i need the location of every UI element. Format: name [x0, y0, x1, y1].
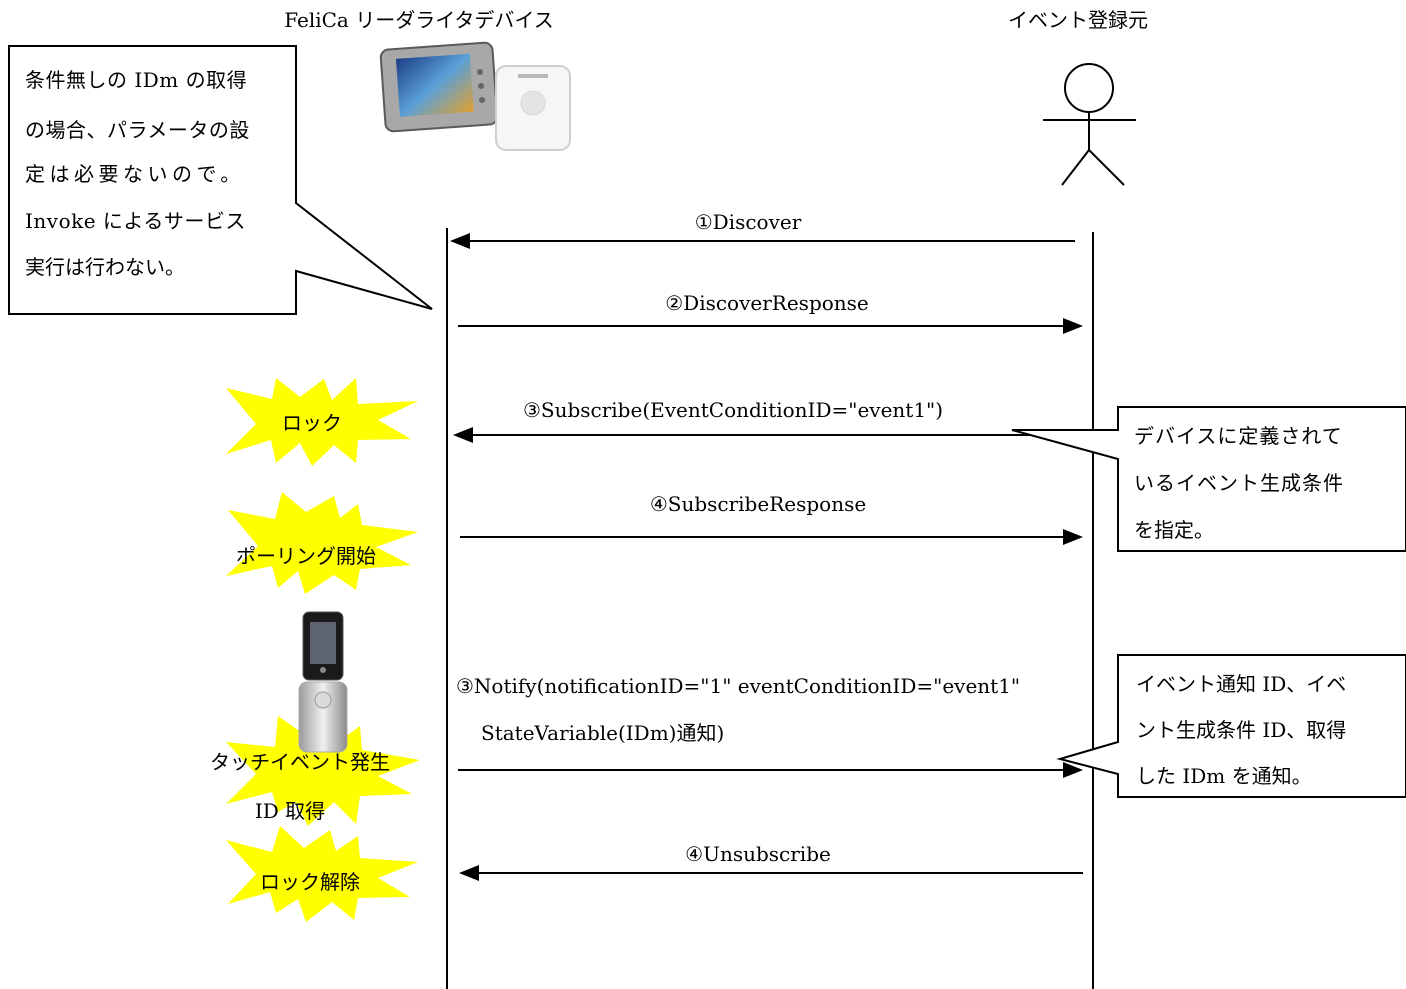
notify-note-line-1: イベント通知 ID、イベ: [1136, 672, 1347, 696]
mobile-phone-icon: [298, 611, 348, 753]
subscribe-note-line-2: いるイベント生成条件: [1134, 471, 1344, 495]
msg-arrow-subscribe-response: [460, 529, 1083, 545]
touch-burst: [226, 716, 420, 826]
msg-label-notify: ③Notify(notificationID="1" eventConditio…: [456, 674, 1021, 698]
left-note-line-3: 定は必要ないので。: [25, 162, 245, 186]
msg-label-subscribe: ③Subscribe(EventConditionID="event1"): [522, 398, 944, 422]
felica-reader-icon: [495, 65, 571, 151]
event-id-acquired-label: ID 取得: [254, 799, 326, 823]
msg-arrow-discover-response: [458, 318, 1083, 334]
left-note-line-4: Invoke によるサービス: [25, 209, 246, 233]
event-polling-start-label: ポーリング開始: [236, 544, 376, 568]
left-note-line-2: の場合、パラメータの設: [25, 118, 250, 142]
subscribe-note-callout: [1011, 406, 1406, 552]
polling-burst: [226, 492, 418, 594]
msg-arrow-notify: [458, 762, 1083, 778]
left-note-line-5: 実行は行わない。: [25, 255, 185, 279]
registrant-participant-title: イベント登録元: [1008, 8, 1148, 32]
msg-label-discover-response: ②DiscoverResponse: [665, 291, 869, 315]
left-note-callout: [8, 45, 433, 315]
event-touch-label: タッチイベント発生: [210, 750, 390, 774]
lock-burst: [226, 378, 418, 466]
subscribe-note-line-3: を指定。: [1134, 518, 1214, 542]
notify-note-line-3: した IDm を通知。: [1136, 764, 1312, 788]
device-participant-title: FeliCa リーダライタデバイス: [284, 8, 554, 32]
msg-label-subscribe-response: ④SubscribeResponse: [649, 492, 867, 516]
notify-note-line-2: ント生成条件 ID、取得: [1136, 718, 1347, 742]
msg-arrow-unsubscribe: [459, 865, 1083, 881]
unlock-burst: [226, 826, 418, 922]
pda-reader-icon: [379, 41, 499, 133]
event-lock-label: ロック: [282, 411, 342, 435]
msg-arrow-subscribe: [453, 427, 1075, 443]
subscribe-note-line-1: デバイスに定義されて: [1134, 424, 1343, 448]
msg-label-notify-line2: StateVariable(IDm)通知): [481, 721, 725, 745]
notify-note-callout: [1056, 654, 1406, 798]
left-note-line-1: 条件無しの IDm の取得: [25, 68, 248, 92]
msg-label-discover: ①Discover: [694, 210, 802, 234]
actor-stick-figure-icon: [1043, 63, 1136, 186]
event-unlock-label: ロック解除: [260, 870, 360, 894]
msg-arrow-discover: [450, 233, 1075, 249]
msg-label-unsubscribe: ④Unsubscribe: [685, 842, 831, 866]
